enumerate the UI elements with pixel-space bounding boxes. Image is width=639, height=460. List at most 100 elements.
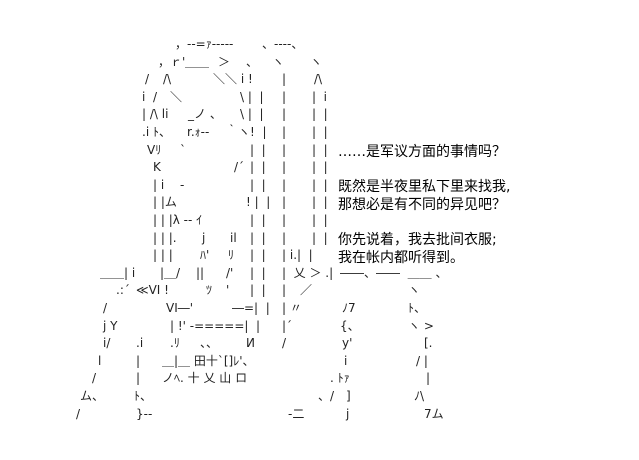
- ascii-art-fragment: ／: [300, 283, 313, 298]
- ascii-art-fragment: ﾉ7: [342, 301, 356, 315]
- ascii-art-fragment: ヽ: [408, 283, 421, 298]
- ascii-art-fragment: y': [342, 336, 353, 351]
- ascii-art-fragment: i: [344, 353, 348, 368]
- ascii-art-fragment: |: [136, 353, 141, 368]
- ascii-art-fragment: /': [226, 265, 234, 280]
- ascii-art-fragment: }‐‐: [136, 406, 153, 421]
- ascii-art-fragment: /: [76, 406, 81, 421]
- ascii-art-fragment: /: [153, 89, 158, 104]
- ascii-art-fragment: | i.| |: [282, 248, 313, 263]
- ascii-art-fragment: | |: [312, 195, 328, 210]
- ascii-art-fragment: [.: [424, 336, 433, 351]
- ascii-art-fragment: | |: [312, 177, 328, 192]
- ascii-art-fragment: | |: [312, 230, 328, 245]
- ascii-art-fragment: ﾘ: [228, 248, 235, 263]
- ascii-art-fragment: _ノ 、: [188, 107, 222, 122]
- ascii-art-fragment: i/: [103, 336, 111, 351]
- ascii-art-fragment: | | |: [153, 248, 173, 263]
- ascii-art-fragment: 、、: [200, 336, 219, 351]
- ascii-art-fragment: | |: [250, 160, 266, 175]
- ascii-art-fragment: 、/: [318, 389, 335, 403]
- ascii-art-fragment: /\: [163, 72, 172, 87]
- ascii-art-fragment: | |ム: [153, 195, 177, 210]
- ascii-art-fragment: . ﾄｧ: [330, 371, 350, 386]
- ascii-art-fragment: ｀ヽ! |: [226, 125, 267, 139]
- ascii-art-fragment: ，-‐=ｧ‐‐‐‐‐: [175, 37, 234, 51]
- ascii-art-fragment: j: [202, 230, 206, 245]
- ascii-art-fragment: ヽ >: [408, 318, 434, 333]
- ascii-art-fragment: r.ｫ‐‐: [187, 125, 210, 139]
- ascii-art-fragment: |: [282, 72, 287, 87]
- ascii-art-fragment: |: [282, 125, 287, 139]
- ascii-art-fragment: 、: [246, 54, 259, 69]
- ascii-art-fragment: 7ム: [424, 406, 444, 421]
- ascii-art-fragment: |: [282, 160, 287, 175]
- ascii-art-fragment: \ | |: [240, 89, 264, 104]
- ascii-art-fragment: i: [142, 89, 146, 104]
- ascii-art-fragment: l: [98, 353, 102, 368]
- ascii-art-fragment: | |: [312, 142, 328, 157]
- ascii-art-fragment: | 乂 ＞ .|: [282, 265, 334, 280]
- ascii-art-fragment: | |: [250, 142, 266, 157]
- ascii-art-fragment: ]: [346, 389, 351, 403]
- ascii-art-fragment: .:´: [116, 283, 130, 298]
- ascii-art-fragment: | /\ li: [142, 107, 169, 122]
- ascii-art-fragment: ﾄ、: [408, 301, 427, 315]
- ascii-art-fragment: ヽ: [272, 54, 285, 69]
- ascii-art-fragment: ﾊ': [200, 248, 210, 263]
- ascii-art-fragment: | | |λ ‐‐ ｲ: [153, 213, 203, 227]
- ascii-art-fragment: | |: [250, 230, 266, 245]
- ascii-art-fragment: j: [346, 406, 350, 421]
- ascii-art-fragment: |: [136, 371, 141, 386]
- ascii-art-fragment: |: [282, 283, 287, 298]
- ascii-art-fragment: ! | |: [246, 195, 271, 210]
- ascii-art-fragment: ――、―― ＿＿ 、: [340, 265, 448, 280]
- dialogue-line-2: 既然是半夜里私下里来找我,: [338, 179, 511, 195]
- dialogue-line-5: 我在帐内都听得到。: [338, 250, 464, 266]
- ascii-art-fragment: ﾄ、: [134, 389, 153, 403]
- ascii-art-fragment: |: [282, 230, 287, 245]
- ascii-art-fragment: ＞: [218, 54, 231, 69]
- ascii-art-fragment: ノﾍ. 十 乂 山 ロ: [162, 371, 248, 386]
- ascii-art-fragment: | |: [250, 248, 266, 263]
- ascii-art-fragment: ヽ: [310, 54, 323, 69]
- ascii-art-fragment: /´: [234, 160, 245, 175]
- ascii-art-fragment: ‐二: [288, 406, 305, 421]
- ascii-art-fragment: | i: [153, 177, 165, 192]
- ascii-art-fragment: | i: [312, 89, 328, 104]
- ascii-art-fragment: K: [153, 160, 161, 175]
- ascii-art-fragment: | |: [250, 265, 266, 280]
- ascii-art-fragment: ―=| |: [232, 301, 270, 315]
- ascii-art-fragment: /: [92, 371, 97, 386]
- ascii-art-fragment: il: [230, 230, 237, 245]
- ascii-art-fragment: ≪VI !: [136, 283, 169, 298]
- ascii-art-fragment: |: [282, 213, 287, 227]
- ascii-art-fragment: / |: [416, 353, 428, 368]
- ascii-art-fragment: |´: [282, 318, 293, 333]
- ascii-art-fragment: .i: [136, 336, 144, 351]
- ascii-art-fragment: Vﾘ: [147, 142, 162, 157]
- ascii-art-fragment: ‐: [180, 177, 185, 192]
- dialogue-line-3: 那想必是有不同的异见吧？: [338, 197, 506, 213]
- ascii-art-fragment: |: [282, 195, 287, 210]
- ascii-art-fragment: |＿/: [160, 265, 181, 280]
- ascii-art-fragment: | | |.: [153, 230, 177, 245]
- ascii-art-fragment: ＼＼ i !: [213, 72, 253, 87]
- ascii-art-fragment: `: [180, 142, 186, 157]
- ascii-art-fragment: ＿＿: [185, 54, 210, 69]
- ascii-art-fragment: ＿|＿ 田十`[]ﾚ'、: [162, 353, 255, 368]
- ascii-art-fragment: |: [282, 142, 287, 157]
- ascii-art-fragment: .ﾘ: [170, 336, 180, 351]
- ascii-art-fragment: ||: [196, 265, 205, 280]
- ascii-art-fragment: |: [282, 177, 287, 192]
- ascii-art-fragment: | |: [312, 107, 328, 122]
- ascii-art-fragment: ﾉ\: [414, 389, 425, 403]
- ascii-art-fragment: /\: [314, 72, 323, 87]
- ascii-art-fragment: j Y: [103, 318, 118, 333]
- dialogue-line-1: ……是军议方面的事情吗？: [338, 144, 506, 160]
- ascii-art-fragment: ﾂ: [206, 283, 213, 298]
- dialogue-line-4: 你先说着，我去批间衣服;: [338, 232, 497, 248]
- ascii-art-fragment: /: [145, 72, 150, 87]
- ascii-art-fragment: \ | |: [240, 107, 264, 122]
